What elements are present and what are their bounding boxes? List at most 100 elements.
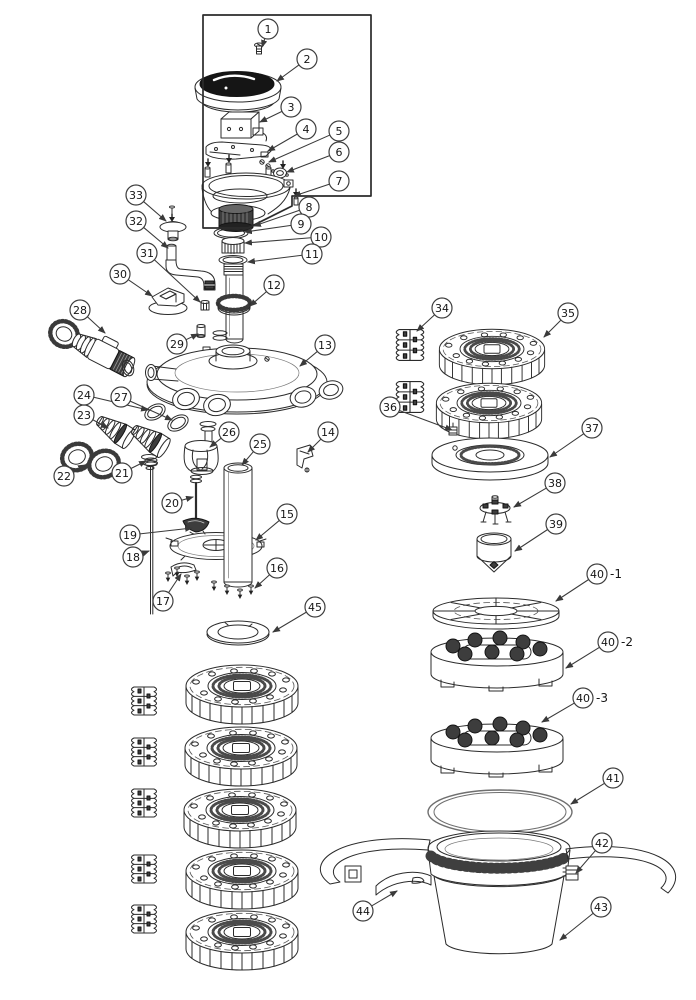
bio-media-stacks-left [131, 686, 157, 934]
leader-line [139, 525, 193, 535]
callout-19: 19 [119, 524, 193, 546]
callout-15: 15 [255, 503, 298, 541]
callout-circle [152, 590, 174, 612]
callout-circle [125, 210, 147, 232]
callout-circle [290, 213, 312, 235]
leader-line [130, 460, 147, 470]
leader-line [259, 110, 283, 123]
part-30-diverter [148, 287, 188, 315]
callout-circle [69, 299, 91, 321]
callout-number: 39 [549, 518, 563, 531]
leader-line [185, 333, 199, 341]
callout-number: 44 [356, 905, 370, 918]
callout-6: 6 [286, 141, 350, 173]
part-42-clamp-band [319, 838, 677, 894]
callout-34: 34 [416, 297, 453, 332]
leader-line [514, 528, 549, 552]
callout-38: 38 [513, 472, 566, 508]
callout-circle [280, 96, 302, 118]
callout-number: 35 [561, 307, 575, 320]
callout-number: 32 [129, 215, 143, 228]
callout-number: 13 [318, 339, 332, 352]
callout-circle [298, 196, 320, 218]
leader-line [575, 850, 596, 874]
callout-number: 24 [77, 389, 91, 402]
callout-circle [581, 417, 603, 439]
callout-number: 45 [308, 601, 322, 614]
callout-3: 3 [259, 96, 302, 123]
callout-number: 16 [270, 562, 284, 575]
callout-number: 17 [156, 595, 170, 608]
callout-23: 23 [73, 404, 109, 429]
callout-number: 40 [590, 568, 604, 581]
callout-number: 31 [140, 247, 154, 260]
callout-number: 5 [336, 125, 343, 138]
filter-wheels-right [434, 327, 547, 441]
callout-32: 32 [125, 210, 169, 249]
callout-22: 22 [53, 464, 86, 487]
leader-line [129, 400, 173, 421]
leader-line [153, 259, 201, 303]
callout-circle [136, 242, 158, 264]
callout-circle [218, 421, 240, 443]
leader-line [247, 254, 303, 265]
part-40-2-media-tray [430, 630, 564, 692]
part-37-plate-disc [431, 437, 549, 481]
callout-number: 40 [576, 692, 590, 705]
callout-16: 16 [254, 557, 288, 589]
callout-suffix: -2 [621, 635, 633, 649]
callout-number: 19 [123, 529, 137, 542]
part-11-ring [218, 255, 248, 276]
part-10-connector [221, 237, 245, 254]
callout-number: 22 [57, 470, 71, 483]
callout-circle [295, 118, 317, 140]
part-40-1-grid-plate [432, 597, 560, 630]
callout-18: 18 [122, 546, 150, 568]
leader-line [276, 64, 300, 82]
callout-40-3: 40 -3 [541, 687, 608, 723]
callout-number: 9 [298, 218, 305, 231]
part-32-elbow [165, 243, 216, 291]
callout-number: 29 [170, 338, 184, 351]
callout-42: 42 [575, 832, 613, 874]
callout-number: 15 [280, 508, 294, 521]
callout-number: 41 [606, 772, 620, 785]
callout-circle [431, 297, 453, 319]
callout-number: 7 [336, 175, 343, 188]
leader-line [541, 702, 575, 723]
callout-circle [296, 48, 318, 70]
callout-suffix: -3 [596, 691, 608, 705]
callout-circle [301, 243, 323, 265]
part-38-impeller-cap [479, 495, 512, 525]
callout-number: 1 [265, 23, 272, 36]
leader-line [286, 155, 331, 173]
callout-circle [257, 18, 279, 40]
callout-number: 42 [595, 837, 609, 850]
callout-36: 36 [379, 396, 453, 431]
part-44-handle-segment [375, 871, 432, 896]
callout-circle [602, 767, 624, 789]
callout-circle [314, 334, 336, 356]
callout-number: 30 [113, 268, 127, 281]
leader-line [244, 224, 292, 235]
callout-circle [586, 563, 608, 585]
callout-9: 9 [244, 213, 312, 235]
leader-line [253, 209, 301, 227]
callout-40-1: 40 -1 [555, 563, 622, 602]
callout-28: 28 [69, 299, 106, 334]
callout-5: 5 [268, 120, 350, 163]
callout-circle [122, 546, 144, 568]
leader-line [268, 134, 331, 163]
callout-number: 20 [165, 497, 179, 510]
callout-circle [379, 396, 401, 418]
part-19-impeller [182, 517, 210, 536]
callout-44: 44 [352, 890, 398, 922]
leader-line [244, 237, 312, 246]
callout-circle [328, 141, 350, 163]
leader-line [72, 464, 86, 472]
part-6-clamp [271, 167, 289, 190]
callout-suffix: -1 [610, 567, 622, 581]
callout-21: 21 [111, 460, 147, 484]
callout-circle [111, 462, 133, 484]
